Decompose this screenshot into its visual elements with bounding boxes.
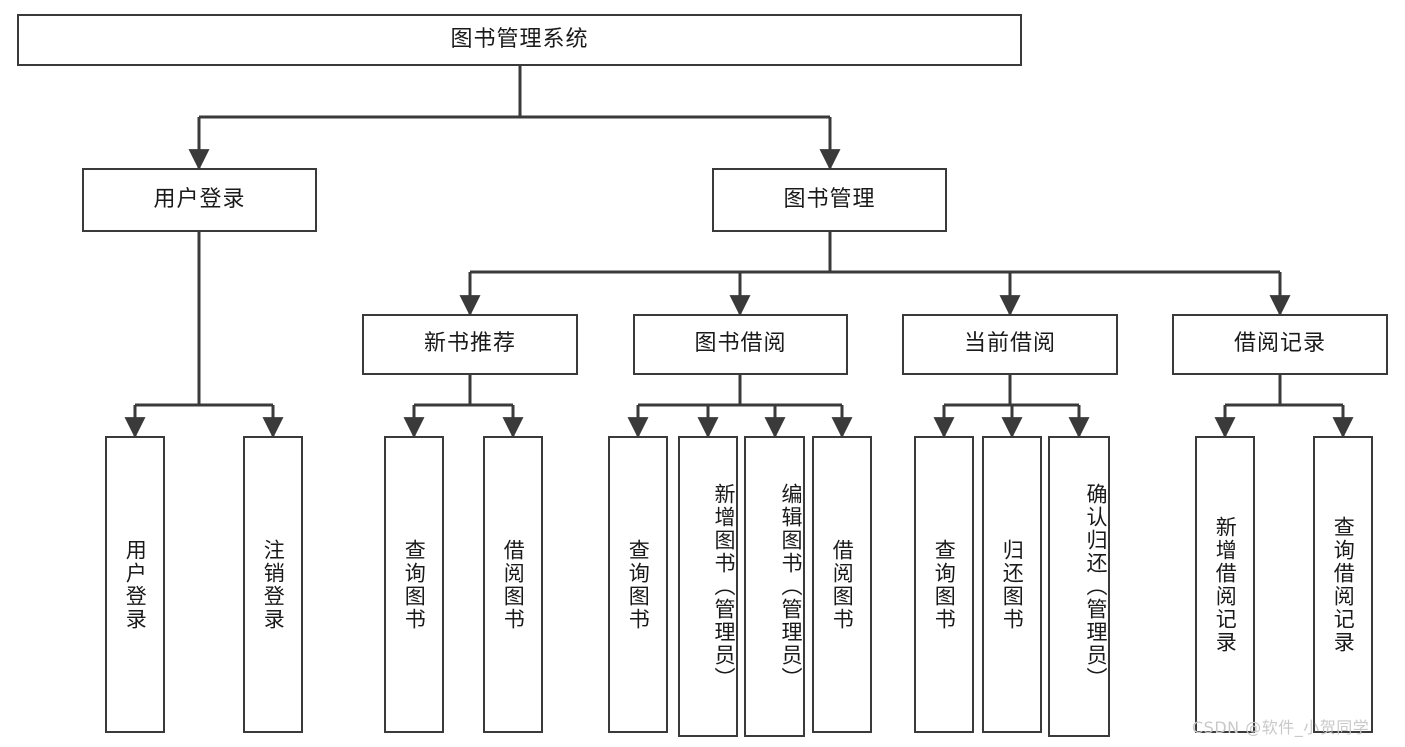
node-new-book-recommend[interactable]: 新书推荐 [362, 314, 578, 375]
node-label: 查询借阅记录 [1331, 515, 1356, 654]
node-label: 图书管理系统 [450, 26, 589, 52]
node-label: 借阅记录 [1233, 331, 1326, 357]
node-label: 查询图书 [932, 538, 957, 631]
node-label: 当前借阅 [963, 331, 1056, 357]
node-label: 注销登录 [261, 538, 286, 631]
node-label: 查询图书 [626, 538, 651, 631]
node-book-borrow[interactable]: 图书借阅 [633, 314, 848, 375]
leaf-query-borrow-record[interactable]: 查询借阅记录 [1313, 436, 1373, 733]
leaf-borrow-book[interactable]: 借阅图书 [812, 436, 872, 733]
node-label: 图书借阅 [694, 331, 787, 357]
node-label: 借阅图书 [501, 538, 526, 631]
node-label: 用户登录 [153, 186, 246, 212]
node-current-borrow[interactable]: 当前借阅 [902, 314, 1118, 375]
node-label: 确认归还（管理员） [1084, 483, 1108, 690]
node-label: 用户登录 [123, 538, 148, 631]
leaf-borrow-book-recommend[interactable]: 借阅图书 [483, 436, 543, 733]
node-label: 新书推荐 [423, 331, 516, 357]
node-label: 归还图书 [1000, 538, 1025, 631]
csdn-watermark: CSDN @软件_小贺同学 [1192, 718, 1370, 737]
node-borrow-records[interactable]: 借阅记录 [1172, 314, 1388, 375]
leaf-logout[interactable]: 注销登录 [243, 436, 303, 733]
node-root[interactable]: 图书管理系统 [17, 14, 1022, 66]
leaf-confirm-return-admin[interactable]: 确认归还（管理员） [1048, 436, 1110, 737]
node-user-login[interactable]: 用户登录 [82, 168, 317, 232]
node-label: 借阅图书 [830, 538, 855, 631]
leaf-query-book-current[interactable]: 查询图书 [914, 436, 974, 733]
leaf-user-login[interactable]: 用户登录 [105, 436, 165, 733]
node-book-management[interactable]: 图书管理 [712, 168, 947, 232]
leaf-return-book[interactable]: 归还图书 [982, 436, 1042, 733]
node-label: 编辑图书（管理员） [779, 483, 803, 690]
leaf-add-book-admin[interactable]: 新增图书（管理员） [678, 436, 738, 737]
leaf-query-book-recommend[interactable]: 查询图书 [384, 436, 444, 733]
node-label: 新增借阅记录 [1213, 515, 1238, 654]
node-label: 图书管理 [783, 186, 876, 212]
node-label: 新增图书（管理员） [712, 483, 736, 690]
node-label: 查询图书 [402, 538, 427, 631]
leaf-query-book-borrow[interactable]: 查询图书 [608, 436, 668, 733]
leaf-add-borrow-record[interactable]: 新增借阅记录 [1195, 436, 1255, 733]
leaf-edit-book-admin[interactable]: 编辑图书（管理员） [744, 436, 805, 737]
